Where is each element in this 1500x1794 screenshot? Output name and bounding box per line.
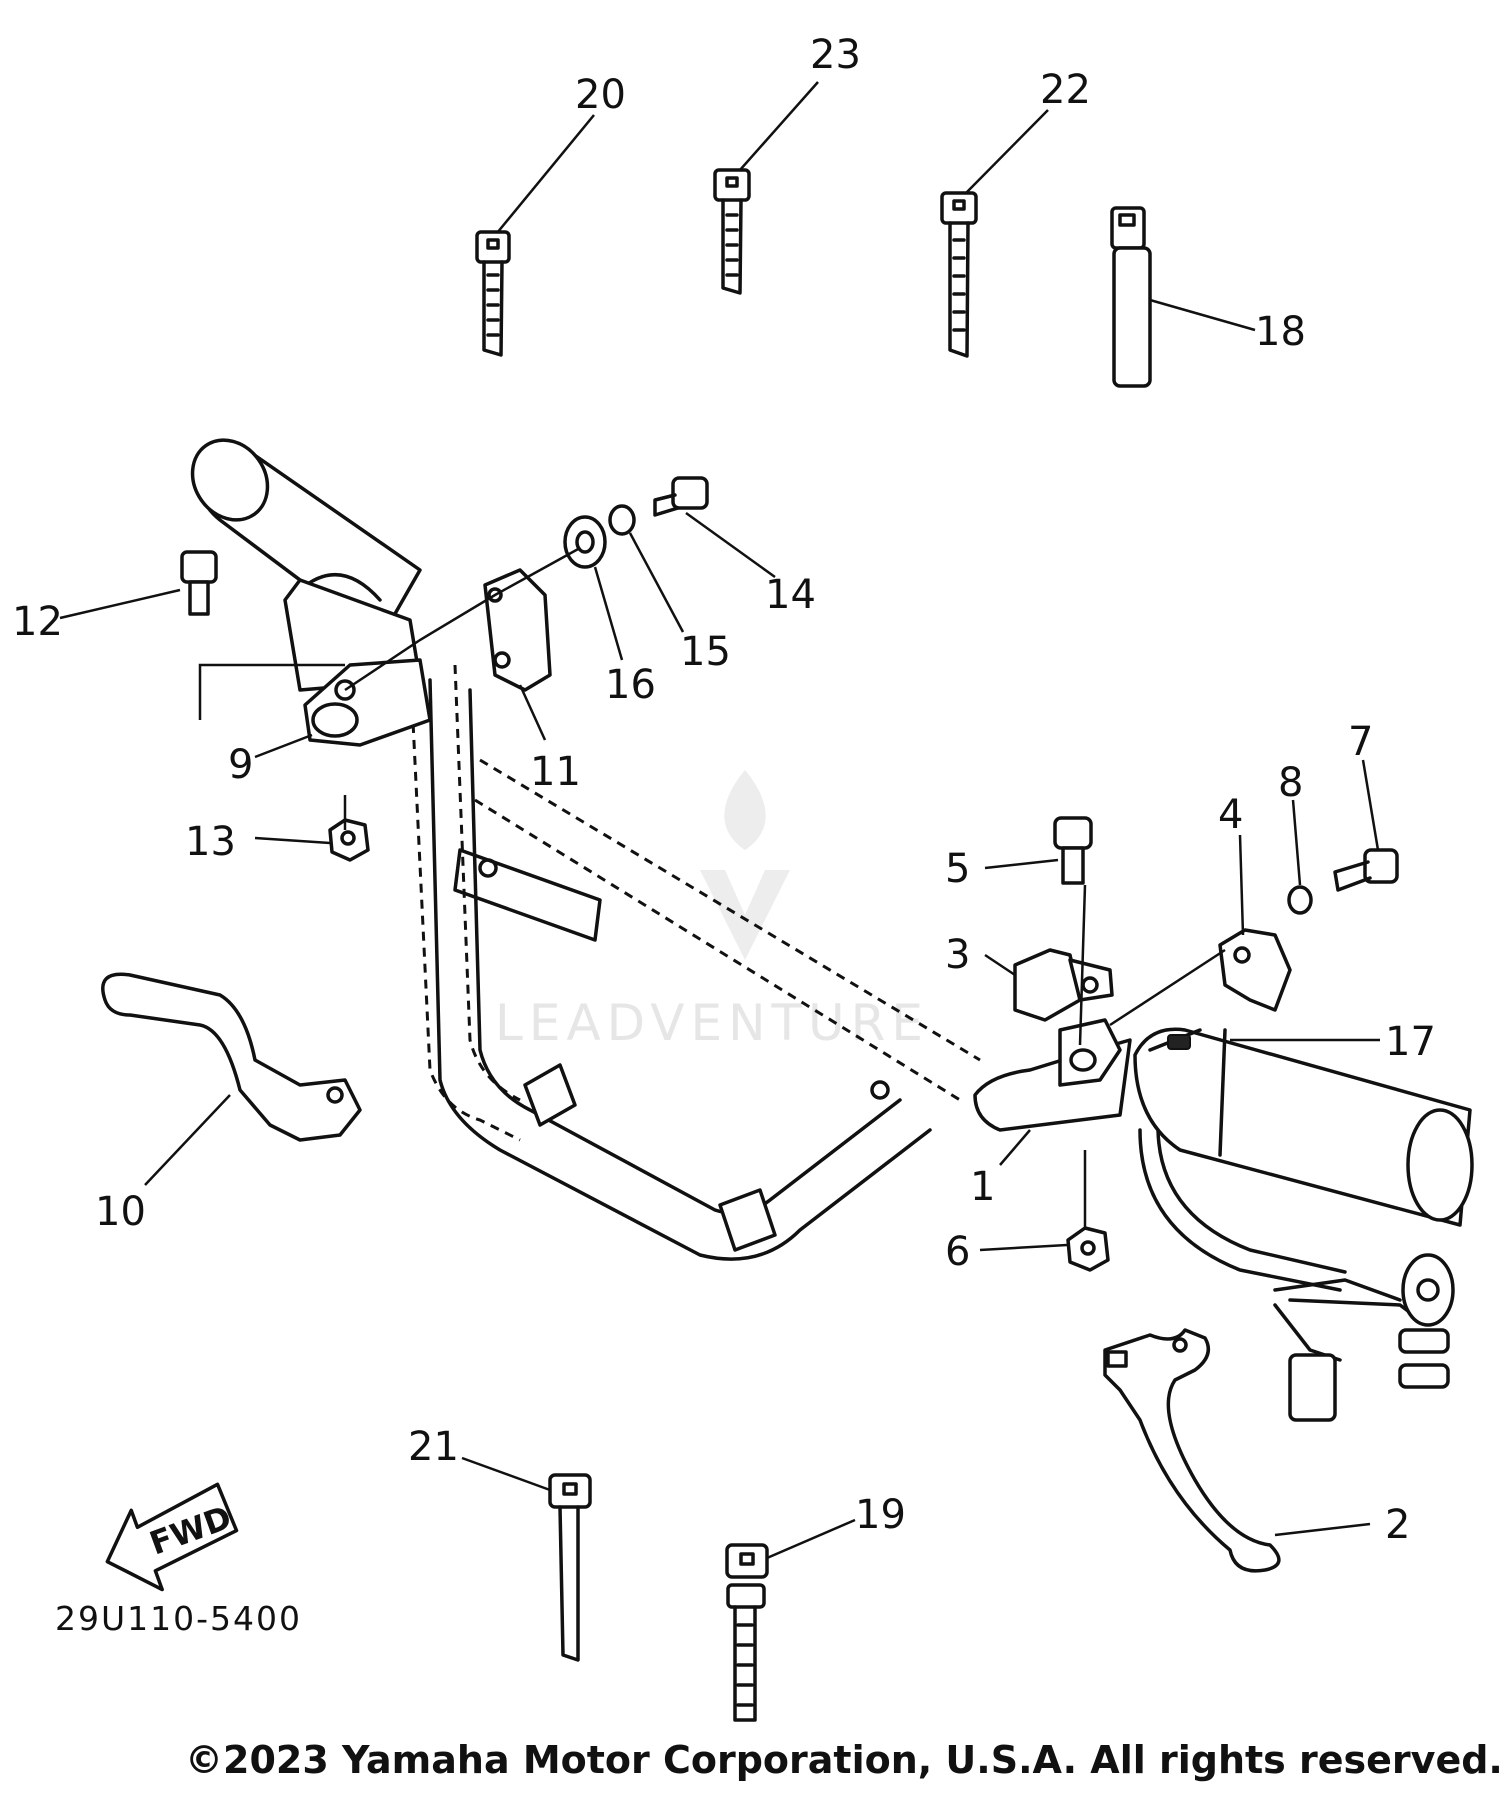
bolt-5 xyxy=(1053,816,1093,885)
callout-4: 4 xyxy=(1218,792,1243,838)
lever-2 xyxy=(1103,1328,1281,1573)
callout-22: 22 xyxy=(1040,67,1091,113)
cable-tie-20 xyxy=(475,230,511,357)
cable-band-18 xyxy=(1110,206,1152,388)
lever-holder-9 xyxy=(303,658,432,747)
spring-washer-15 xyxy=(608,504,636,536)
callout-8: 8 xyxy=(1278,760,1303,806)
throttle-grip-17 xyxy=(1133,1027,1474,1227)
wire-connectors xyxy=(1273,1253,1455,1422)
nut-13 xyxy=(328,818,370,862)
callout-1: 1 xyxy=(970,1164,995,1210)
screw-7 xyxy=(1333,848,1399,892)
fwd-arrow: FWD xyxy=(105,1482,239,1592)
callout-3: 3 xyxy=(945,932,970,978)
callout-leaders xyxy=(59,81,1380,1560)
callout-21: 21 xyxy=(408,1424,459,1470)
cover-3 xyxy=(1013,948,1114,1022)
diagram-part-code: 29U110-5400 xyxy=(55,1599,302,1638)
screw-14 xyxy=(653,476,709,517)
cable-tie-19 xyxy=(725,1543,769,1722)
nut-6 xyxy=(1066,1226,1110,1272)
handlebar xyxy=(388,648,981,1261)
lever-10 xyxy=(101,972,362,1142)
callout-6: 6 xyxy=(945,1229,970,1275)
callout-7: 7 xyxy=(1348,719,1373,765)
callout-16: 16 xyxy=(605,662,656,708)
spring-washer-8 xyxy=(1287,885,1313,915)
callout-9: 9 xyxy=(228,742,253,788)
callout-5: 5 xyxy=(945,846,970,892)
bracket-4 xyxy=(1218,928,1292,1012)
throttle-cable xyxy=(1138,1128,1347,1292)
callout-2: 2 xyxy=(1385,1502,1410,1548)
callout-10: 10 xyxy=(95,1189,146,1235)
cable-tie-22 xyxy=(940,191,978,358)
lever-holder-1 xyxy=(973,1018,1132,1132)
cable-tie-23 xyxy=(713,168,751,295)
watermark-text: LEADVENTURE xyxy=(495,994,929,1052)
callout-12: 12 xyxy=(12,599,63,645)
callout-14: 14 xyxy=(765,572,816,618)
bolt-12 xyxy=(180,550,218,616)
callout-17: 17 xyxy=(1385,1019,1436,1065)
callout-23: 23 xyxy=(810,32,861,78)
washer-16 xyxy=(563,515,607,569)
callout-20: 20 xyxy=(575,72,626,118)
callouts: 1 2 3 4 5 6 7 8 9 10 11 12 13 14 15 16 1… xyxy=(12,32,1436,1548)
callout-11: 11 xyxy=(530,749,581,795)
cable-tie-21 xyxy=(548,1473,592,1662)
bracket-11 xyxy=(483,568,552,692)
watermark: LEADVENTURE xyxy=(495,770,929,1052)
copyright-notice: ©2023 Yamaha Motor Corporation, U.S.A. A… xyxy=(185,1738,1500,1782)
callout-15: 15 xyxy=(680,629,731,675)
callout-18: 18 xyxy=(1255,309,1306,355)
callout-13: 13 xyxy=(185,819,236,865)
callout-19: 19 xyxy=(855,1492,906,1538)
